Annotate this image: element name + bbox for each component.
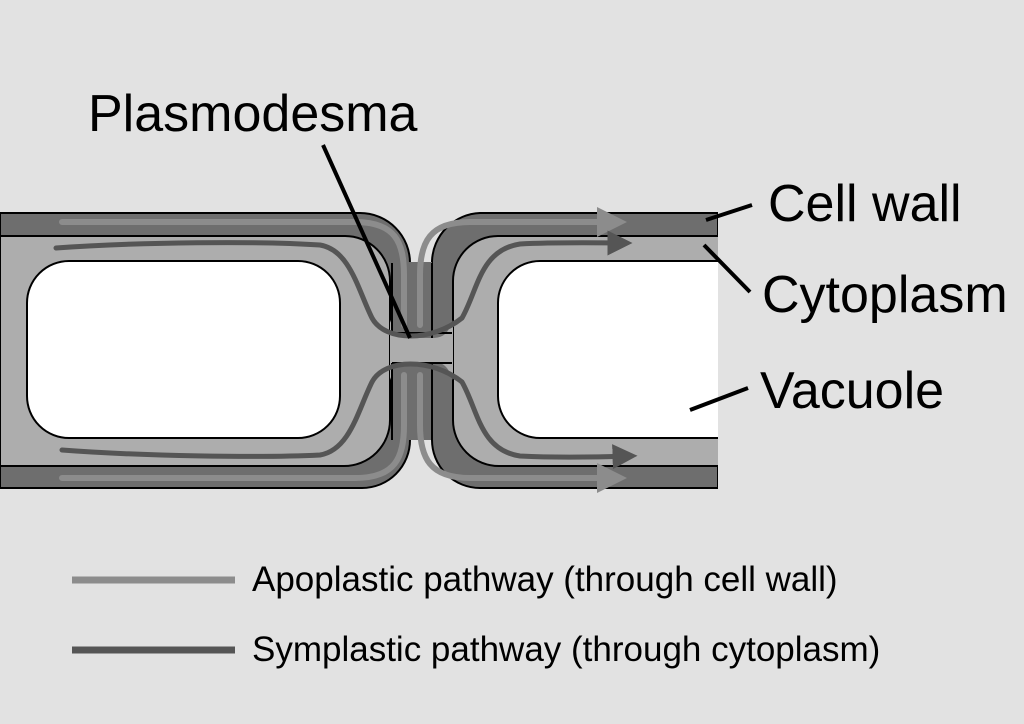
apoplastic-arrow-bottom: [59, 372, 618, 478]
cell-wall-label: Cell wall: [768, 175, 962, 233]
vacuole-label: Vacuole: [760, 362, 944, 420]
left-vacuole: [26, 260, 341, 439]
legend-apoplastic-label: Apoplastic pathway (through cell wall): [252, 560, 838, 599]
plasmodesma-label: Plasmodesma: [88, 85, 418, 143]
apoplastic-arrows: [59, 222, 618, 478]
leader-lines: [321, 144, 753, 412]
cytoplasm-label: Cytoplasm: [762, 266, 1008, 324]
cell-wall-leader: [705, 203, 753, 222]
right-vacuole: [497, 260, 718, 439]
plasmodesma-pore-bottom: [392, 364, 432, 440]
cytoplasm-leader: [702, 243, 752, 294]
vacuole-leader: [689, 386, 749, 412]
plasmodesma-pore-top: [392, 262, 432, 332]
symplastic-arrows: [53, 230, 638, 470]
symplastic-arrow-top: [53, 230, 633, 339]
right-cell: [431, 212, 718, 489]
legend: Apoplastic pathway (through cell wall) S…: [72, 560, 880, 669]
plasmodesma-channel: [390, 320, 453, 380]
left-cell: [0, 212, 433, 489]
symplastic-arrow-bottom: [59, 361, 638, 470]
plasmodesma-leader: [321, 144, 412, 339]
legend-symplastic-label: Symplastic pathway (through cytoplasm): [252, 630, 880, 669]
